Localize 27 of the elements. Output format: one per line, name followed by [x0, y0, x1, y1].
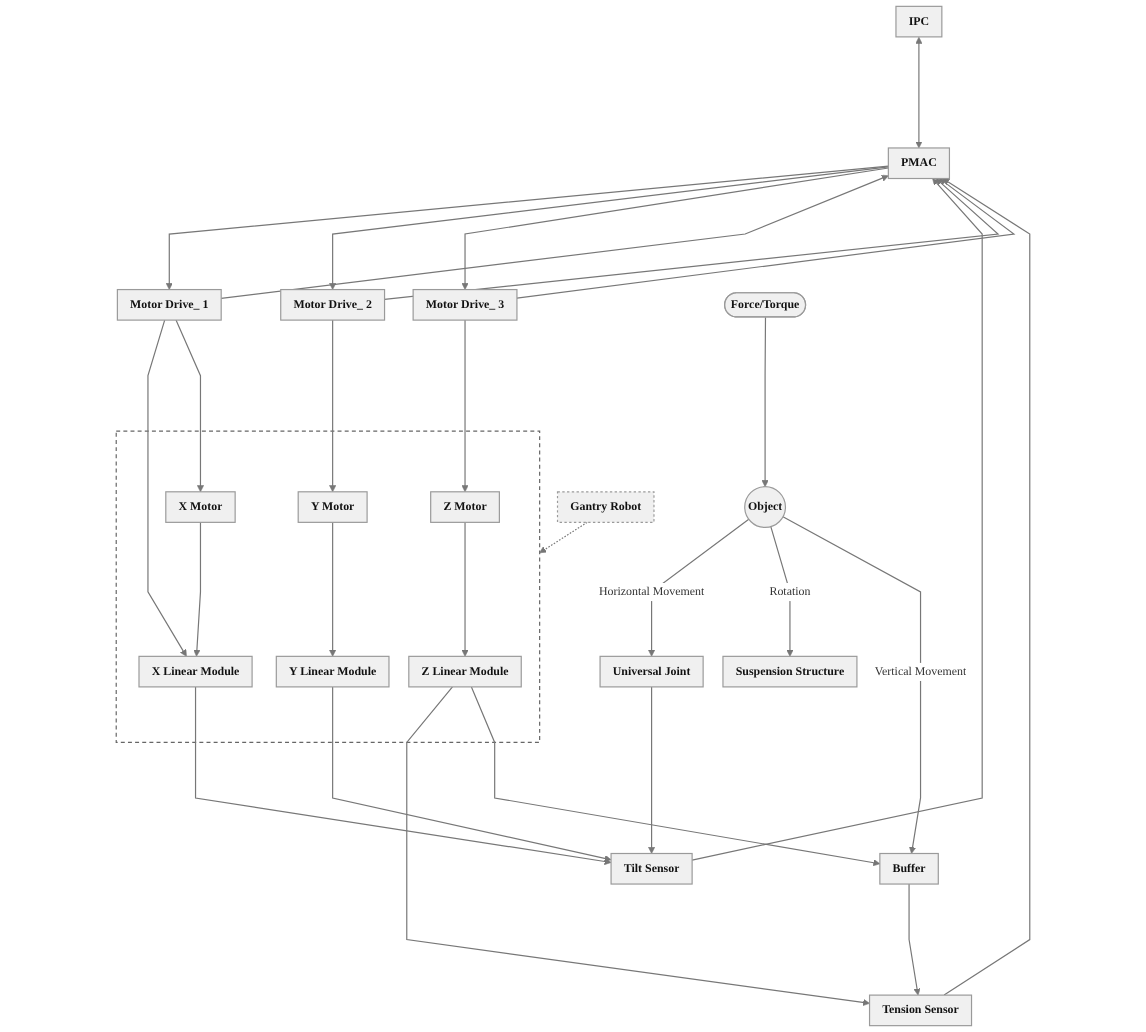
arrow — [770, 526, 794, 657]
arrow — [915, 36, 923, 149]
arrow — [461, 167, 889, 290]
arrow — [761, 316, 769, 488]
arrow — [329, 166, 889, 290]
arrow — [470, 686, 881, 867]
cluster — [115, 430, 541, 744]
arrow — [461, 319, 469, 493]
arrow — [782, 516, 922, 854]
arrow — [175, 319, 204, 493]
arrow — [220, 174, 889, 300]
arrow — [648, 686, 656, 854]
arrow — [329, 319, 337, 493]
arrow — [329, 521, 337, 657]
arrow — [406, 686, 870, 1006]
arrow — [147, 319, 187, 657]
arrow — [332, 686, 612, 862]
arrow — [461, 521, 469, 657]
arrow — [516, 178, 1016, 299]
arrow — [908, 883, 921, 996]
arrow — [539, 521, 588, 554]
arrow — [383, 178, 1000, 300]
arrow — [193, 521, 202, 657]
arrow — [194, 686, 612, 865]
arrow — [165, 165, 889, 290]
arrow — [691, 178, 983, 861]
arrow — [942, 178, 1031, 996]
